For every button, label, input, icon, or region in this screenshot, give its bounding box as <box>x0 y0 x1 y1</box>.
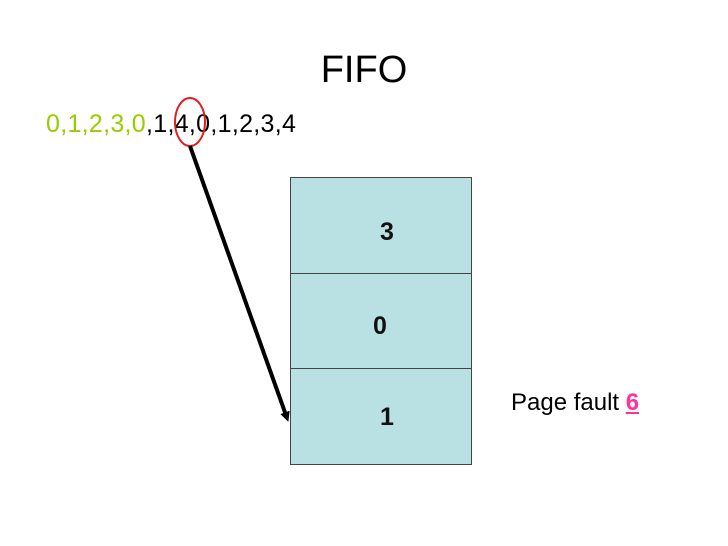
page-fault-count: 6 <box>625 389 640 416</box>
page-title: FIFO <box>320 49 408 91</box>
replacement-arrow <box>188 145 290 422</box>
reference-string-separator: , <box>146 110 154 138</box>
frame-value-1: 3 <box>380 218 394 246</box>
reference-string-loaded: 0,1,2,3,0 <box>46 110 147 138</box>
frame-value-2: 0 <box>373 311 387 340</box>
page-fault-label: Page fault 6 <box>511 388 639 418</box>
reference-string-remaining: ,4,0,1,2,3,4 <box>167 110 297 138</box>
frame-slot-2: 0 <box>291 274 471 370</box>
reference-string-current: 1 <box>153 110 168 138</box>
page-fault-text: Page fault <box>511 389 620 416</box>
frame-slot-1: 3 <box>291 178 471 274</box>
frame-slot-3: 1 <box>291 369 471 464</box>
page-frames: 3 0 1 <box>290 177 472 465</box>
reference-string: 0,1,2,3,0,1,4,0,1,2,3,4 <box>46 108 296 140</box>
frame-value-3: 1 <box>380 403 394 432</box>
